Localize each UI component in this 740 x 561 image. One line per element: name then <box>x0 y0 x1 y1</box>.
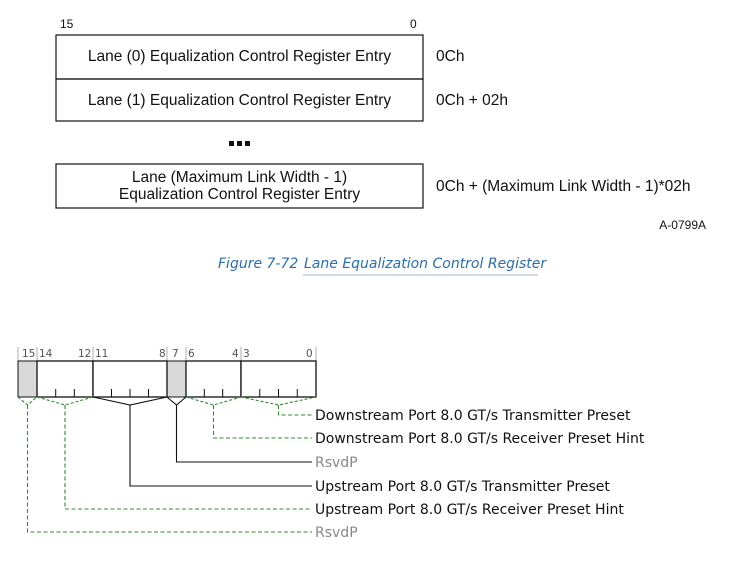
leader-upstream-tx-preset <box>129 405 312 487</box>
field-bit7-rsvdp <box>166 360 187 398</box>
figure-caption: Figure 7-72 Lane Equalization Control Re… <box>218 256 547 276</box>
caption-number: Figure 7-72 <box>218 256 298 272</box>
lane-1-row <box>55 78 424 122</box>
lane-max-entry-line2: Equalization Control Register Entry <box>119 186 360 203</box>
leader-upstream-rx-hint <box>64 405 312 510</box>
bit-label-12: 12 <box>78 348 91 360</box>
leader-rsvdp-bit7 <box>175 405 312 463</box>
lane-1-entry: Lane (1) Equalization Control Register E… <box>88 92 392 109</box>
lane-max-entry-line1: Lane (Maximum Link Width - 1) <box>132 169 347 186</box>
bit-label-8: 8 <box>159 348 166 360</box>
bit-label-6: 6 <box>188 348 195 360</box>
register-bitfield: 15 14 12 11 8 7 6 4 3 0 <box>17 347 645 541</box>
bit-label-14: 14 <box>39 348 53 360</box>
lane-max-offset: 0Ch + (Maximum Link Width - 1)*02h <box>436 178 691 195</box>
leader-downstream-rx-hint <box>212 405 312 439</box>
bit-low-label: 0 <box>410 17 417 31</box>
bit-label-4: 4 <box>232 348 239 360</box>
bit-label-3: 3 <box>243 348 250 360</box>
figure-id: A-0799A <box>659 218 706 232</box>
bit-label-0: 0 <box>306 348 313 360</box>
bit-high-label: 15 <box>60 17 74 31</box>
field-bit15-rsvdp <box>17 360 38 398</box>
field-downstream-rx-hint <box>185 360 242 398</box>
lane-0-offset: 0Ch <box>436 48 464 65</box>
bit-label-11: 11 <box>95 348 108 360</box>
lane-0-entry: Lane (0) Equalization Control Register E… <box>88 48 392 65</box>
label-upstream-tx-preset: Upstream Port 8.0 GT/s Transmitter Prese… <box>315 479 610 495</box>
ellipsis-icon <box>229 141 250 146</box>
label-rsvdp-bit7: RsvdP <box>315 455 358 471</box>
lane-max-row <box>55 163 424 209</box>
label-downstream-tx-preset: Downstream Port 8.0 GT/s Transmitter Pre… <box>315 408 631 424</box>
bit-label-15: 15 <box>22 348 35 360</box>
leader-rsvdp-bit15 <box>26 405 312 533</box>
label-upstream-rx-hint: Upstream Port 8.0 GT/s Receiver Preset H… <box>315 502 624 518</box>
label-rsvdp-bit15: RsvdP <box>315 525 358 541</box>
leader-downstream-tx-preset <box>277 405 312 416</box>
field-upstream-rx-hint <box>36 360 94 398</box>
lane-1-offset: 0Ch + 02h <box>436 92 508 109</box>
top-figure: 15 0 Lane (0) Equalization Control Regis… <box>55 17 706 232</box>
label-downstream-rx-hint: Downstream Port 8.0 GT/s Receiver Preset… <box>315 431 645 447</box>
caption-title: Lane Equalization Control Register <box>304 256 547 272</box>
bit-label-7: 7 <box>172 348 179 360</box>
